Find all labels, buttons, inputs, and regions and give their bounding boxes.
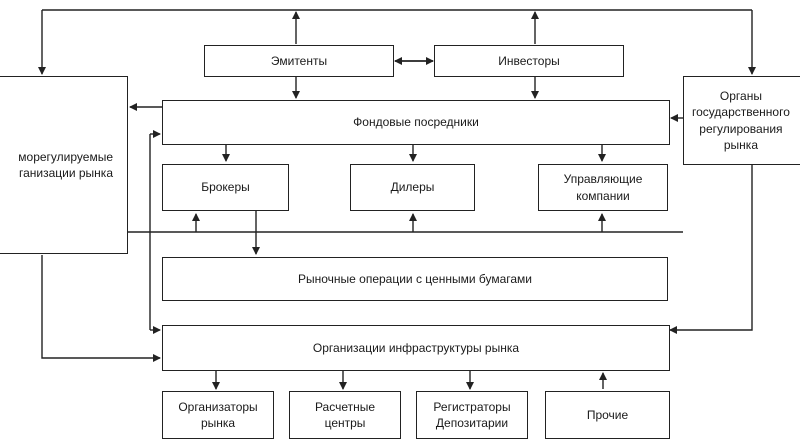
samoreguliruemye-box: морегулируемые ганизации рынка [0,76,128,254]
prochie-box: Прочие [545,391,670,439]
raschetnye-box: Расчетные центры [289,391,401,439]
rynochnye-operacii-label: Рыночные операции с ценными бумагами [297,271,533,286]
samoreguliruemye-label: морегулируемые ганизации рынка [18,149,113,180]
emitenty-label: Эмитенты [270,53,328,68]
upravlyayushchie-box: Управляющие компании [538,164,668,211]
registratory-box: Регистраторы Депозитарии [416,391,528,439]
dilery-box: Дилеры [350,164,475,211]
registratory-label: Регистраторы Депозитарии [433,399,511,430]
prochie-label: Прочие [586,407,629,422]
brokery-box: Брокеры [162,164,289,211]
organizatory-label: Организаторы рынка [178,399,258,430]
left-outer-path [41,255,161,362]
rynochnye-operacii-box: Рыночные операции с ценными бумагами [162,257,668,301]
fondovye-posredniki-label: Фондовые посредники [353,115,479,130]
right-outer-path [669,165,753,334]
organy-gos-box: Органы государственного регулирования ры… [683,76,800,165]
organy-gos-label: Органы государственного регулирования ры… [692,89,790,152]
investory-label: Инвесторы [498,53,560,68]
upravlyayushchie-label: Управляющие компании [563,172,643,203]
organizacii-infrastruktury-box: Организации инфраструктуры рынка [162,325,670,371]
dilery-label: Дилеры [390,180,435,195]
fondovye-posredniki-box: Фондовые посредники [162,100,670,145]
organizatory-box: Организаторы рынка [162,391,274,439]
investory-box: Инвесторы [434,45,624,77]
organizacii-infrastruktury-label: Организации инфраструктуры рынка [312,340,520,355]
brokery-label: Брокеры [201,180,250,195]
emitenty-box: Эмитенты [204,45,394,77]
raschetnye-label: Расчетные центры [314,399,376,430]
